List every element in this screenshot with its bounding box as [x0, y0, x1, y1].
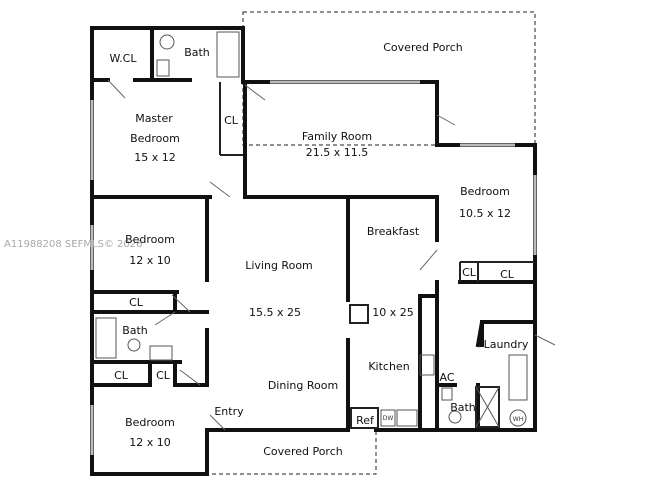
label-covered-porch-bottom: Covered Porch [263, 445, 343, 458]
label-ac: AC [439, 371, 454, 384]
label-entry: Entry [214, 405, 244, 418]
label-covered-porch-top: Covered Porch [383, 41, 463, 54]
label-living: Living Room [245, 259, 313, 272]
label-bedroom-right: Bedroom [460, 185, 510, 198]
label-cl-small-a: CL [114, 369, 129, 382]
label-cl-right-b: CL [500, 268, 515, 281]
label-bedroom-bottom-dim: 12 x 10 [129, 436, 171, 449]
label-kitchen: Kitchen [368, 360, 409, 373]
label-breakfast: Breakfast [367, 225, 420, 238]
sink-hall [441, 387, 453, 401]
label-master-dim: 15 x 12 [134, 151, 176, 164]
toilet-left [127, 338, 141, 352]
label-bedroom-right-dim: 10.5 x 12 [459, 207, 511, 220]
shower-master [216, 31, 240, 78]
label-master-1: Master [135, 112, 173, 125]
label-family: Family Room [302, 130, 372, 143]
label-bath-master: Bath [184, 46, 210, 59]
shower-hall [475, 386, 500, 428]
label-ref: Ref [356, 414, 375, 427]
bathtub-left [95, 317, 117, 359]
toilet-hall [448, 410, 462, 424]
label-dining: Dining Room [268, 379, 338, 392]
label-wcl: W.CL [110, 52, 138, 65]
kitchen-island [349, 304, 369, 324]
label-cl-right-a: CL [462, 266, 477, 279]
label-wh: WH [513, 416, 523, 423]
label-dw: DW [383, 415, 394, 422]
stove-icon [419, 354, 435, 376]
sink-master [156, 59, 170, 77]
refrigerator [350, 407, 379, 429]
covered-porch-top-outline [242, 11, 536, 146]
windows [90, 80, 537, 455]
label-bath-left: Bath [122, 324, 148, 337]
label-master-2: Bedroom [130, 132, 180, 145]
label-cl-left: CL [129, 296, 144, 309]
dishwasher [380, 409, 396, 427]
label-bath-hall: Bath [450, 401, 476, 414]
label-bedroom-bottom: Bedroom [125, 416, 175, 429]
label-laundry: Laundry [484, 338, 529, 351]
interior-walls [90, 26, 537, 432]
label-cl-small-b: CL [156, 369, 171, 382]
label-living-dim: 15.5 x 25 [249, 306, 301, 319]
label-bedroom-left: Bedroom [125, 233, 175, 246]
label-kitchen-dim: 10 x 25 [372, 306, 414, 319]
watermark: A11988208 SEFMLS© 2026 [4, 239, 143, 250]
fixtures [95, 31, 528, 429]
label-master-cl: CL [224, 114, 239, 127]
water-heater [509, 409, 527, 427]
label-bedroom-left-dim: 12 x 10 [129, 254, 171, 267]
washer-dryer [508, 354, 528, 401]
toilet-master [159, 34, 175, 50]
kitchen-sink [396, 409, 418, 427]
label-family-dim: 21.5 x 11.5 [306, 146, 369, 159]
sink-left [149, 345, 173, 361]
doors [107, 79, 556, 431]
